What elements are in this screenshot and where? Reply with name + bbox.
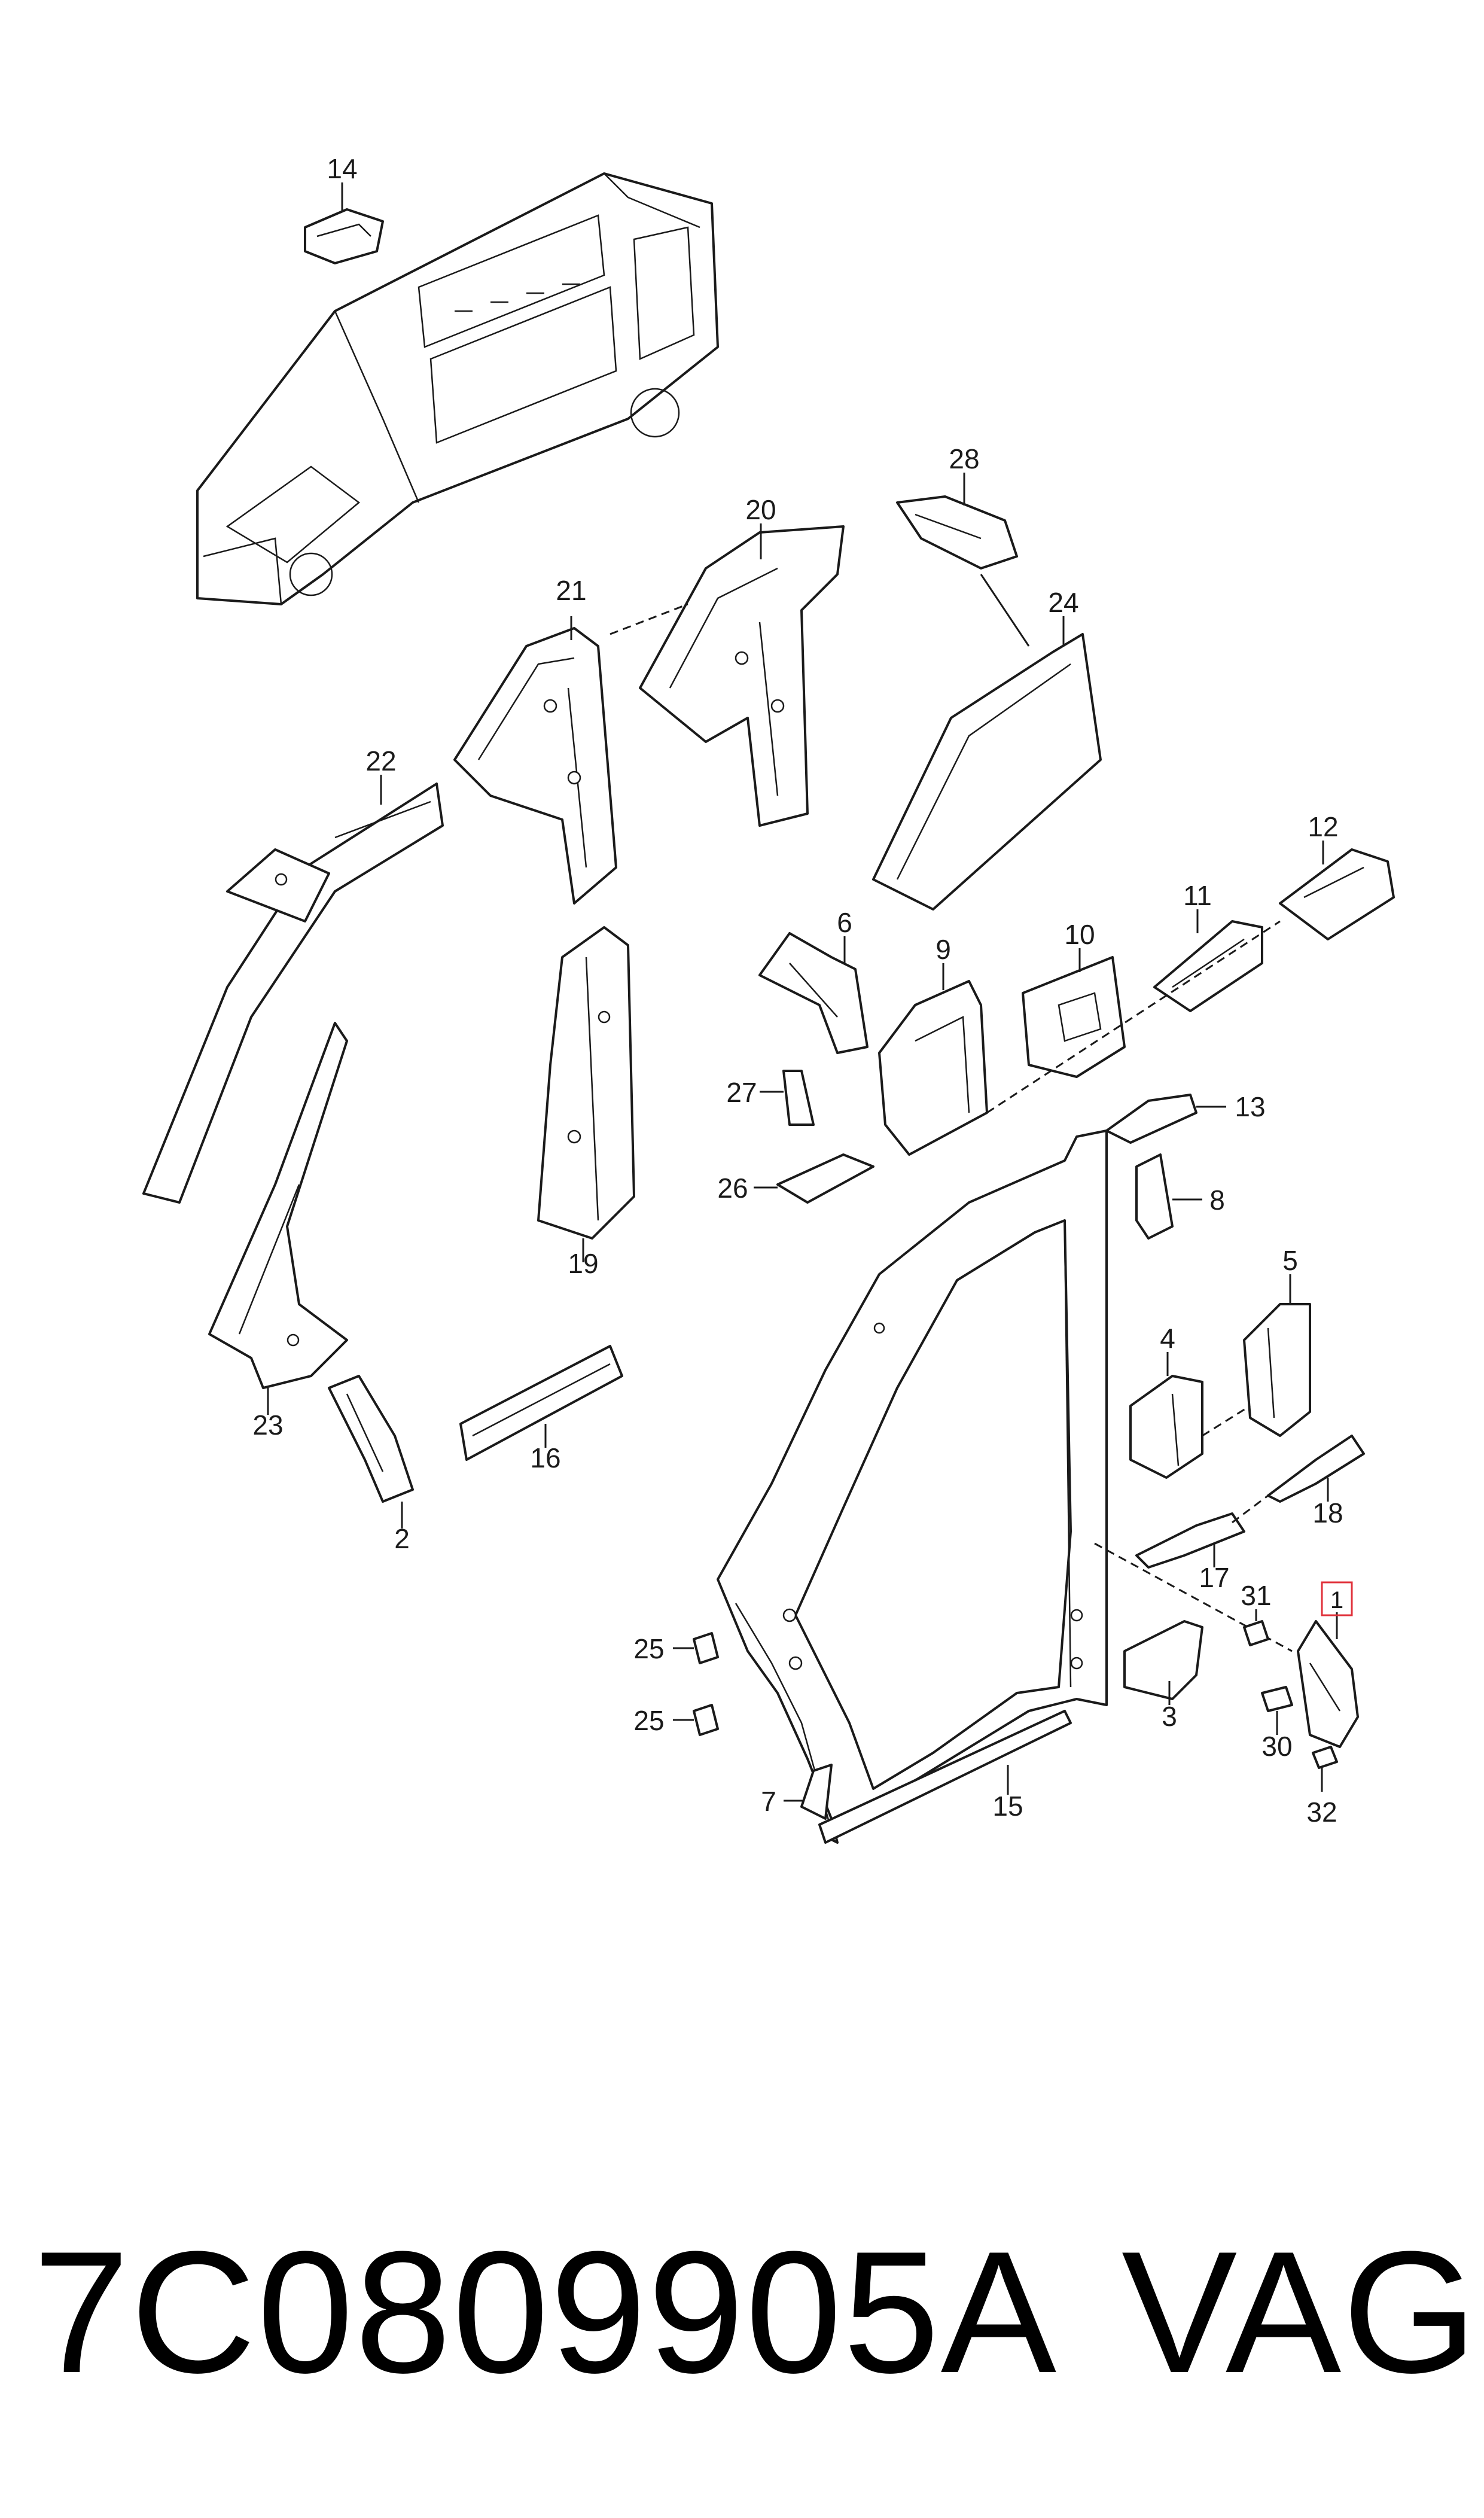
callout-1: 1 [1330,1587,1343,1613]
callout-24: 24 [1048,587,1078,618]
part-5-bracket [1243,1274,1311,1437]
callout-8: 8 [1209,1185,1225,1216]
part-27-clip [760,1070,815,1126]
part-31-bolt [1243,1609,1269,1646]
callout-labels: 14 28 20 21 24 22 12 11 6 10 9 27 13 26 … [252,153,1343,1828]
callout-18: 18 [1312,1497,1343,1529]
part-6-bracket [758,932,869,1054]
callout-16: 16 [530,1442,560,1473]
callout-19: 19 [568,1248,598,1279]
callout-28: 28 [949,443,979,474]
part-24-panel [872,616,1102,911]
part-19-b-pillar [537,926,635,1262]
callout-31: 31 [1241,1580,1271,1611]
callout-12: 12 [1308,811,1338,842]
part-25-clip-upper [673,1632,719,1664]
callout-14: 14 [327,153,357,184]
part-28-cover [896,473,1018,570]
part-23-a-pillar [208,1022,348,1415]
part-18-bracket [1267,1435,1365,1503]
part-number: 7C0809905A [33,2215,1058,2409]
part-13-bracket [1105,1094,1226,1144]
part-7-bracket [784,1764,833,1820]
callout-23: 23 [252,1409,283,1441]
part-8-bracket [1135,1153,1202,1240]
leader-9-12 [986,920,1281,1114]
callout-27: 27 [726,1077,757,1108]
callout-22: 22 [365,745,396,777]
part-16-strip [459,1345,623,1461]
leader-17-18 [1232,1494,1269,1524]
callout-10: 10 [1064,919,1095,950]
part-21-pillar [453,616,617,905]
callout-25-lower: 25 [633,1705,664,1736]
part-26-plate [754,1153,874,1204]
part-12-bracket [1279,841,1395,940]
callout-9: 9 [936,934,951,965]
leader-15-1 [1094,1542,1293,1652]
leader-28-24 [980,574,1030,647]
part-1-bracket-highlighted [1297,1612,1359,1748]
leader-21-20 [610,603,688,635]
part-32-cap [1312,1746,1338,1792]
part-9-bracket [878,963,988,1156]
callout-25-upper: 25 [633,1633,664,1664]
callout-17: 17 [1199,1562,1229,1593]
part-22-roof-rail [142,775,444,1204]
callout-11: 11 [1183,880,1212,911]
callout-6: 6 [837,907,852,938]
callout-21: 21 [556,575,586,606]
callout-2: 2 [394,1523,410,1554]
callout-13: 13 [1235,1091,1265,1122]
callout-15: 15 [992,1791,1023,1822]
leader-4-5 [1202,1405,1251,1437]
part-17-bracket [1135,1512,1245,1569]
part-25-clip-lower [673,1704,719,1736]
part-10-plate [1022,948,1126,1078]
part-4-bracket [1129,1352,1203,1479]
part-30-screw [1261,1686,1293,1735]
part-15-door-frame [717,1129,1108,1844]
callout-1-highlight-box [1321,1581,1353,1616]
part-2-reinforcement [328,1375,414,1529]
brand-name: VAG [1122,2215,1479,2409]
callout-5: 5 [1282,1245,1298,1276]
part-20-pillar [639,523,845,827]
van-body-overview [196,172,719,605]
callout-3: 3 [1162,1701,1177,1732]
callout-30: 30 [1261,1731,1292,1762]
callout-26: 26 [717,1173,748,1204]
part-3-bracket [1123,1620,1203,1705]
part-11-bracket [1153,909,1263,1012]
callout-32: 32 [1306,1797,1337,1828]
callout-20: 20 [745,494,776,525]
part-14-bracket [304,182,384,264]
callout-7: 7 [761,1786,776,1817]
callout-4: 4 [1160,1323,1175,1354]
